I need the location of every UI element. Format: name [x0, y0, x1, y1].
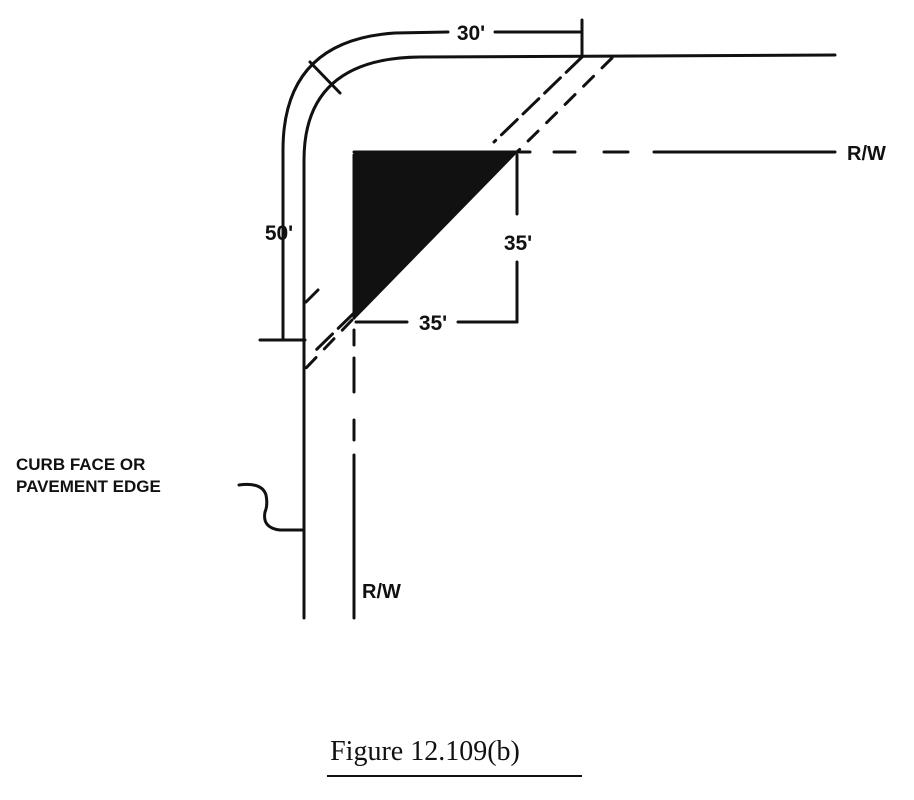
sight-triangle [354, 153, 517, 320]
curb-edge-line [302, 53, 837, 620]
dim-arc-30 [281, 30, 450, 342]
dim-triangle-bottom-label: 35' [419, 312, 447, 335]
figure-caption: Figure 12.109(b) [330, 736, 520, 767]
dim-triangle-right-label: 35' [504, 232, 532, 255]
corner-clip-dashed [304, 56, 614, 370]
dim-arc-tick-left [308, 60, 342, 95]
curb-label-leader [237, 483, 305, 532]
rw-bottom-label: R/W [362, 581, 401, 603]
curb-label-line2: PAVEMENT EDGE [16, 477, 161, 496]
corner-clip-solid [304, 55, 584, 352]
rw-top-label: R/W [847, 143, 886, 165]
dim-arc-label: 30' [457, 22, 485, 45]
dim-vertical-label: 50' [265, 222, 293, 245]
curb-label-line1: CURB FACE OR [16, 455, 145, 474]
